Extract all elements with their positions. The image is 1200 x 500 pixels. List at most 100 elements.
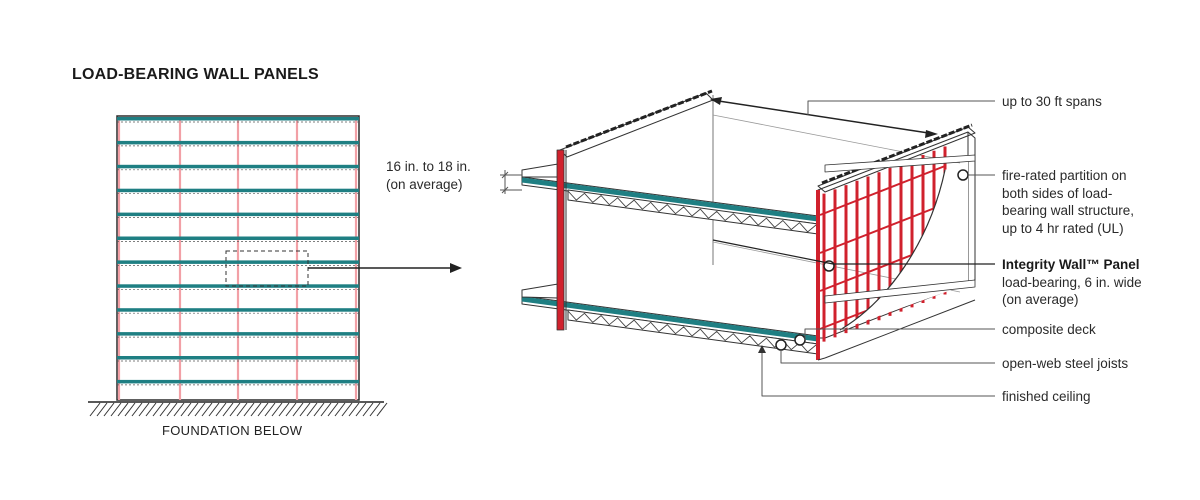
left-wall-top-cap bbox=[559, 92, 714, 158]
ground-hatch-stroke bbox=[348, 402, 360, 417]
wall-stud-track bbox=[819, 165, 946, 216]
joist-web bbox=[567, 190, 817, 233]
ground-hatch-stroke bbox=[327, 402, 339, 417]
ground-hatch-stroke bbox=[299, 402, 311, 417]
ground-hatch-stroke bbox=[194, 402, 206, 417]
ground-hatch-stroke bbox=[369, 402, 381, 417]
lower-composite-deck bbox=[521, 296, 819, 342]
right-bottom-tick bbox=[817, 357, 826, 361]
ground-hatch-stroke bbox=[243, 402, 255, 417]
ground-hatch-stroke bbox=[334, 402, 346, 417]
ceiling-leader bbox=[761, 348, 995, 397]
ground-hatch-stroke bbox=[96, 402, 108, 417]
joists-marker bbox=[775, 339, 787, 351]
wall-stud-track bbox=[819, 203, 946, 254]
partition-label-line2: both sides of load- bbox=[1002, 185, 1113, 201]
elevation-floor-slab bbox=[117, 188, 359, 193]
partition-label-line3: bearing wall structure, bbox=[1002, 203, 1135, 218]
partition-cut-curve bbox=[839, 169, 946, 331]
spacing-dim-slash-top bbox=[501, 171, 509, 179]
ground-hatch-stroke bbox=[103, 402, 115, 417]
left-wall-stud bbox=[556, 149, 565, 331]
upper-slab-end bbox=[521, 163, 559, 178]
elevation-floors bbox=[117, 117, 359, 386]
ground-hatch-stroke bbox=[278, 402, 290, 417]
upper-composite-deck bbox=[521, 177, 819, 222]
ground-hatch-stroke bbox=[117, 402, 129, 417]
ground-hatch-stroke bbox=[341, 402, 353, 417]
joists-label: open-web steel joists bbox=[1002, 356, 1129, 371]
ground-hatch-stroke bbox=[306, 402, 318, 417]
elevation-floor-slab bbox=[117, 140, 359, 145]
spacing-label-line2: (on average) bbox=[386, 176, 463, 192]
ground-hatch-stroke bbox=[313, 402, 325, 417]
section-3d bbox=[500, 89, 995, 397]
elevation-floor-slab bbox=[117, 260, 359, 264]
span-arrowhead-right bbox=[925, 130, 938, 138]
ground-hatch-stroke bbox=[131, 402, 143, 417]
diagram-title: LOAD-BEARING WALL PANELS bbox=[72, 66, 319, 83]
ground-hatch bbox=[89, 402, 388, 417]
panel-label-title: Integrity Wall™ Panel bbox=[1002, 257, 1140, 272]
ground-hatch-stroke bbox=[180, 402, 192, 417]
ground-hatch-stroke bbox=[187, 402, 199, 417]
elevation-floor-slab bbox=[117, 308, 359, 312]
elevation-floor-slab bbox=[117, 379, 359, 384]
ground-hatch-stroke bbox=[124, 402, 136, 417]
spacing-dim-slash-bottom bbox=[501, 186, 509, 194]
right-upper-slab-edge bbox=[824, 154, 976, 173]
spacing-label: 16 in. to 18 in. (on average) bbox=[386, 158, 471, 193]
callout-arrowhead bbox=[450, 263, 462, 273]
deck-label: composite deck bbox=[1002, 322, 1096, 337]
partition-label: fire-rated partition on both sides of lo… bbox=[1002, 167, 1134, 237]
elevation-floor-slab bbox=[117, 212, 359, 217]
lower-slab-end bbox=[521, 283, 559, 299]
ground-hatch-stroke bbox=[110, 402, 122, 417]
panel-label-line2: load-bearing, 6 in. wide bbox=[1002, 274, 1142, 290]
ground-hatch-stroke bbox=[201, 402, 213, 417]
ground-hatch-stroke bbox=[271, 402, 283, 417]
ground-hatch-stroke bbox=[215, 402, 227, 417]
ground-hatch-stroke bbox=[264, 402, 276, 417]
ground-hatch-stroke bbox=[250, 402, 262, 417]
ground-hatch-stroke bbox=[257, 402, 269, 417]
ground-hatch-stroke bbox=[362, 402, 374, 417]
ceiling-label: finished ceiling bbox=[1002, 389, 1091, 404]
left-wall-top-edge bbox=[565, 89, 713, 149]
ground-hatch-stroke bbox=[159, 402, 171, 417]
ground-hatch-stroke bbox=[222, 402, 234, 417]
ground-hatch-stroke bbox=[208, 402, 220, 417]
elevation-floor-slab bbox=[117, 236, 359, 240]
foundation-label: FOUNDATION BELOW bbox=[162, 423, 303, 438]
span-arrowhead-left bbox=[710, 97, 722, 105]
deck-marker bbox=[794, 334, 806, 346]
span-dimension-line bbox=[711, 99, 936, 135]
panel-leader bbox=[712, 239, 995, 265]
ground-hatch-stroke bbox=[89, 402, 101, 417]
partition-cutaway bbox=[840, 160, 968, 330]
ground-hatch-stroke bbox=[355, 402, 367, 417]
ground-hatch-stroke bbox=[320, 402, 332, 417]
ground-hatch-stroke bbox=[285, 402, 297, 417]
ground-hatch-stroke bbox=[152, 402, 164, 417]
elevation-floor-slab bbox=[117, 117, 359, 121]
elevation-floor-slab bbox=[117, 356, 359, 360]
joists-leader bbox=[780, 350, 995, 364]
panel-label-line3: (on average) bbox=[1002, 292, 1079, 307]
ground-hatch-stroke bbox=[292, 402, 304, 417]
panel-label: Integrity Wall™ Panel load-bearing, 6 in… bbox=[1002, 256, 1142, 309]
joist-web bbox=[567, 310, 817, 353]
span-leader bbox=[807, 100, 995, 115]
ground-hatch-stroke bbox=[145, 402, 157, 417]
partition-marker bbox=[957, 169, 969, 181]
ground-hatch-stroke bbox=[236, 402, 248, 417]
partition-label-line1: fire-rated partition on bbox=[1002, 168, 1127, 183]
ceiling-arrowhead bbox=[758, 345, 766, 353]
spans-label: up to 30 ft spans bbox=[1002, 94, 1102, 109]
building-elevation bbox=[88, 115, 462, 417]
lower-joist-truss bbox=[567, 310, 817, 353]
ground-hatch-stroke bbox=[229, 402, 241, 417]
elevation-floor-slab bbox=[117, 332, 359, 336]
partition-label-line4: up to 4 hr rated (UL) bbox=[1002, 220, 1124, 236]
